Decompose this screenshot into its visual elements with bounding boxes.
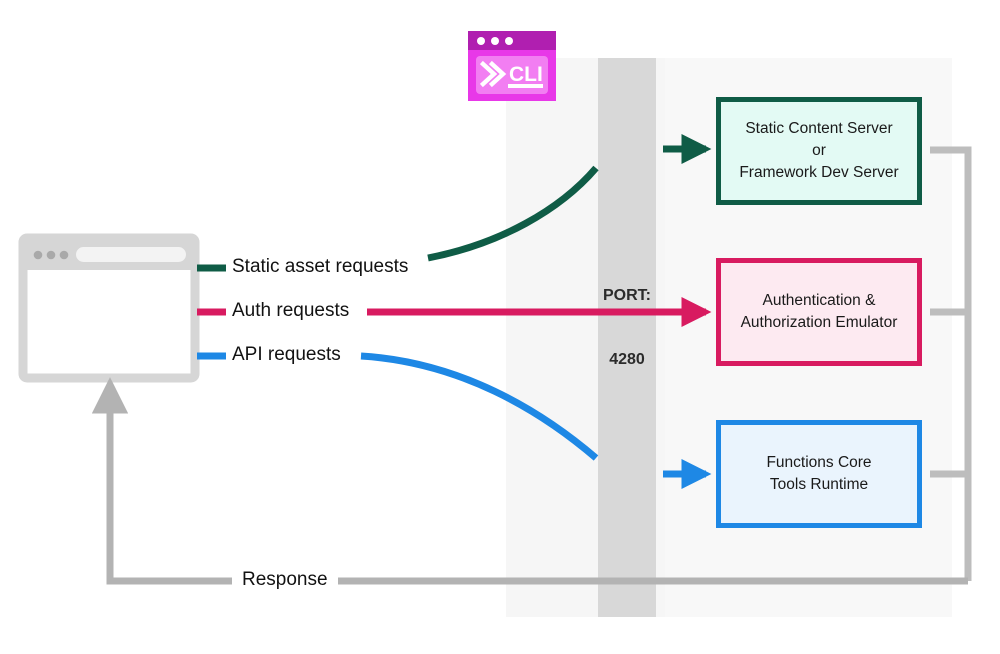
browser-address-bar <box>74 245 188 264</box>
node-static-content-server-label: Static Content Server or Framework Dev S… <box>721 118 917 184</box>
node-functions-runtime[interactable]: Functions Core Tools Runtime <box>716 420 922 528</box>
flow-label-auth: Auth requests <box>232 300 350 321</box>
node-auth-emulator[interactable]: Authentication & Authorization Emulator <box>716 258 922 366</box>
cli-chevron-icon-2 <box>488 60 507 88</box>
node-auth-emulator-label: Authentication & Authorization Emulator <box>721 290 917 334</box>
node-line: Authorization Emulator <box>740 314 898 331</box>
cli-underline <box>508 84 543 88</box>
cli-text: CLI <box>509 63 543 86</box>
port-label: PORT: 4280 <box>584 243 670 412</box>
cli-dot-1 <box>477 37 485 45</box>
cli-dot-2 <box>491 37 499 45</box>
node-static-content-server[interactable]: Static Content Server or Framework Dev S… <box>716 97 922 205</box>
browser-dot-2 <box>46 250 56 260</box>
port-label-line2: 4280 <box>609 350 645 368</box>
node-functions-runtime-label: Functions Core Tools Runtime <box>721 452 917 496</box>
cli-dot-3 <box>505 37 513 45</box>
port-bar <box>598 58 656 617</box>
node-line: Tools Runtime <box>769 476 869 493</box>
node-line: Functions Core <box>766 454 872 471</box>
node-line: Static Content Server <box>745 120 893 137</box>
browser-dot-3 <box>59 250 69 260</box>
flow-label-response: Response <box>232 569 338 591</box>
static-flow-curve <box>427 165 599 262</box>
flow-label-api: API requests <box>232 344 341 365</box>
response-line-main <box>91 377 968 585</box>
node-line: Authentication & <box>762 292 876 309</box>
api-flow-curve <box>360 352 599 461</box>
node-line: Framework Dev Server <box>739 164 899 181</box>
cli-chevron-icon <box>479 60 498 88</box>
flow-label-static: Static asset requests <box>232 256 409 277</box>
node-line: or <box>812 142 826 159</box>
port-label-line1: PORT: <box>603 287 651 305</box>
browser-dot-1 <box>33 250 43 260</box>
